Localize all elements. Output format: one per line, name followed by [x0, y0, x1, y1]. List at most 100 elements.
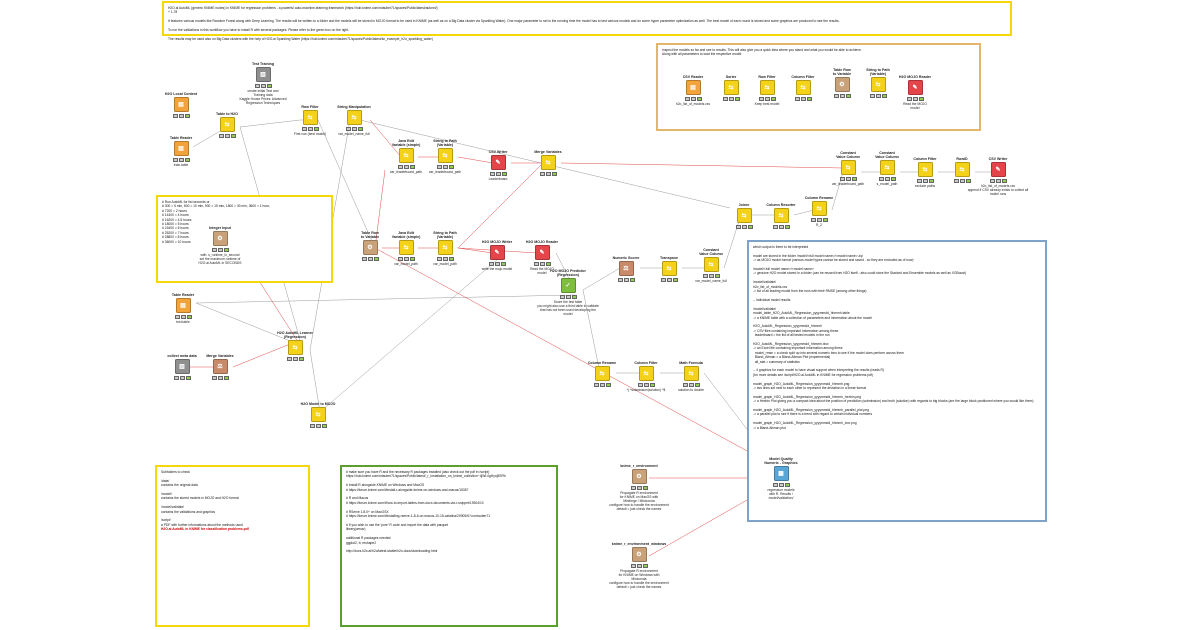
wire-gray — [317, 119, 376, 249]
node-icon[interactable]: ✎ — [490, 155, 506, 170]
node-icon[interactable]: ⇆ — [840, 160, 856, 176]
node-string-to-path-2[interactable]: String to Path (Variable)⇆var_model_path — [413, 231, 477, 266]
node-csv-writer-1[interactable]: CSV Writer✎Leaderboard — [466, 146, 530, 181]
node-icon[interactable]: ⇆ — [703, 257, 719, 273]
node-icon[interactable]: ▥ — [255, 67, 271, 82]
status-light — [217, 247, 223, 252]
node-status-traffic-light — [930, 178, 994, 183]
node-rowid[interactable]: RowID⇆ — [930, 153, 994, 183]
node-icon[interactable]: ⚙ — [212, 231, 228, 246]
node-column-filter-1[interactable]: Column Filter⇆exclude paths — [893, 153, 957, 188]
node-integer-input[interactable]: Integer Input⚙with: s_runtime_in_second … — [188, 222, 252, 265]
node-icon[interactable]: ⚙ — [631, 547, 647, 562]
node-row-filter-1[interactable]: Row Filter⇆First row (best model) — [278, 101, 342, 136]
node-string-manip[interactable]: String Manipulation⇆var_model_name_full — [322, 101, 386, 136]
node-string-to-path-top[interactable]: String to Path (Variable)⇆ — [846, 68, 910, 99]
node-icon[interactable]: ⇆ — [219, 117, 235, 132]
node-column-filter-2[interactable]: Column Filter⇆*( *submission|solution) *… — [614, 357, 678, 392]
node-caption: with: s_runtime_in_second set the maximu… — [198, 252, 242, 265]
node-icon[interactable]: ⚙ — [631, 469, 647, 484]
node-row-filter-top[interactable]: Row Filter⇆Keep best model — [735, 71, 799, 106]
node-const-value-col-3[interactable]: Constant Value Column⇆var_model_name_ful… — [679, 248, 743, 283]
node-icon[interactable]: ⇆ — [398, 148, 414, 164]
node-column-resorter[interactable]: Column Resorter⇆ — [749, 199, 813, 229]
node-icon[interactable]: ⇆ — [879, 160, 895, 176]
node-table-reader-1[interactable]: Table Reader▤train.table — [149, 132, 213, 167]
node-icon[interactable]: ✎ — [990, 162, 1006, 177]
node-caption: train.table — [173, 162, 189, 167]
node-collect-meta[interactable]: collect meta data▥ — [150, 350, 214, 380]
node-icon[interactable]: ✓ — [560, 278, 576, 294]
node-h2o-local-context[interactable]: H2O Local Context▤ — [149, 88, 213, 118]
node-merge-vars-1[interactable]: Merge Variables⇆ — [516, 146, 580, 176]
node-column-rename-2[interactable]: Column Rename⇆ — [570, 357, 634, 387]
node-numeric-scorer[interactable]: Numeric Scorer⚖ — [594, 252, 658, 282]
node-h2o-mojo-reader-top[interactable]: H2O MOJO Reader✎Read the MOJO model — [883, 71, 947, 110]
node-table-to-h2o[interactable]: Table to H2O⇆ — [195, 108, 259, 138]
node-icon[interactable]: ⇆ — [736, 208, 752, 223]
node-icon[interactable]: ⇆ — [917, 162, 933, 177]
node-icon[interactable]: ⇆ — [302, 110, 318, 125]
node-h2o-model-to-mojo[interactable]: H2O Model to MOJO⇆ — [286, 398, 350, 428]
node-icon[interactable]: ⇆ — [773, 208, 789, 223]
node-icon[interactable]: ⇆ — [346, 110, 362, 125]
node-java-edit-1[interactable]: Java Edit Variable (simple)⇆var_leaderbo… — [374, 139, 438, 174]
node-icon[interactable]: ✎ — [907, 80, 923, 95]
node-joiner[interactable]: Joiner⇆ — [712, 199, 776, 229]
node-icon[interactable]: ▤ — [173, 141, 189, 156]
node-const-value-col-2[interactable]: Constant Value Column⇆s_model_path — [855, 151, 919, 186]
node-icon[interactable]: ▦ — [773, 466, 789, 482]
node-math-formula[interactable]: Math Formula⇆solution to double — [659, 357, 723, 392]
node-icon[interactable]: ⇆ — [954, 162, 970, 177]
node-table-row-to-var[interactable]: Table Row to Variable⚙ — [338, 231, 402, 262]
node-icon[interactable]: ⇆ — [661, 261, 677, 276]
node-merge-vars-2[interactable]: Merge Variables⚖ — [188, 350, 252, 380]
node-csv-writer-2[interactable]: CSV Writer✎h2o_list_of_models.csv append… — [966, 153, 1030, 196]
node-java-edit-2[interactable]: Java Edit Variable (simple)⇆var_model_pa… — [374, 231, 438, 266]
node-status-traffic-light — [149, 157, 213, 162]
node-h2o-mojo-reader-1[interactable]: H2O MOJO Reader✎Read the MOJO model — [510, 236, 574, 275]
node-test-training[interactable]: Test Training▥create initial Test and Tr… — [231, 58, 295, 105]
node-icon[interactable]: ▤ — [685, 80, 701, 95]
node-icon[interactable]: ✎ — [489, 245, 505, 260]
node-icon[interactable]: ⇆ — [723, 80, 739, 95]
node-csv-reader-top[interactable]: CSV Reader▤h2o_list_of_models.csv — [661, 71, 725, 106]
node-icon[interactable]: ▤ — [173, 97, 189, 112]
node-icon[interactable]: ⚙ — [362, 240, 378, 256]
node-icon[interactable]: ⚖ — [212, 359, 228, 374]
node-icon[interactable]: ⚙ — [834, 77, 850, 93]
node-icon[interactable]: ⚖ — [618, 261, 634, 276]
node-icon[interactable]: ⇆ — [811, 201, 827, 216]
node-transpose[interactable]: Transpose⇆ — [637, 252, 701, 282]
status-light — [605, 382, 611, 387]
node-icon[interactable]: ⇆ — [398, 240, 414, 256]
node-knime-r-env-2[interactable]: knime_r_environment_windows⚙Propagate R … — [607, 538, 671, 589]
node-table-row-to-var-top[interactable]: Table Row to Variable⚙ — [810, 68, 874, 99]
node-icon[interactable]: ⇆ — [594, 366, 610, 381]
node-const-value-col-1[interactable]: Constant Value Column⇆var_leaderboard_pa… — [816, 151, 880, 186]
node-icon[interactable]: ⇆ — [870, 77, 886, 93]
node-icon[interactable]: ⇆ — [795, 80, 811, 95]
node-column-filter-top[interactable]: Column Filter⇆ — [771, 71, 835, 101]
node-model-quality[interactable]: Model Quality Numeric - Graphics▦regress… — [749, 457, 813, 500]
node-h2o-mojo-writer[interactable]: H2O MOJO Writer✎write the mojo model — [465, 236, 529, 271]
node-icon[interactable]: ⇆ — [310, 407, 326, 422]
node-icon[interactable]: ⇆ — [759, 80, 775, 95]
node-icon[interactable]: ⇆ — [437, 240, 453, 256]
node-icon[interactable]: ▥ — [174, 359, 190, 374]
node-icon[interactable]: ⇆ — [540, 155, 556, 170]
node-h2o-automl-learner[interactable]: H2O AutoML Learner (Regression)⇆ — [263, 331, 327, 362]
status-light — [448, 256, 454, 262]
node-string-to-path-1[interactable]: String to Path (Variable)⇆var_leaderboar… — [413, 139, 477, 174]
node-column-rename-1[interactable]: Column Rename⇆R_2 — [787, 192, 851, 227]
node-table-reader-2[interactable]: Table Reader▤test.table — [151, 289, 215, 324]
node-icon[interactable]: ▤ — [175, 298, 191, 313]
node-icon[interactable]: ⇆ — [638, 366, 654, 381]
node-sorter-top[interactable]: Sorter⇆ — [699, 71, 763, 101]
node-icon[interactable]: ⇆ — [287, 340, 303, 356]
node-icon[interactable]: ✎ — [534, 245, 550, 260]
node-icon[interactable]: ⇆ — [683, 366, 699, 381]
node-h2o-mojo-predictor[interactable]: H2O MOJO Predictor (Regression)✓Score th… — [536, 269, 600, 316]
node-icon[interactable]: ⇆ — [437, 148, 453, 164]
node-knime-r-env-1[interactable]: knime_r_environment⚙Propagate R environm… — [607, 460, 671, 511]
